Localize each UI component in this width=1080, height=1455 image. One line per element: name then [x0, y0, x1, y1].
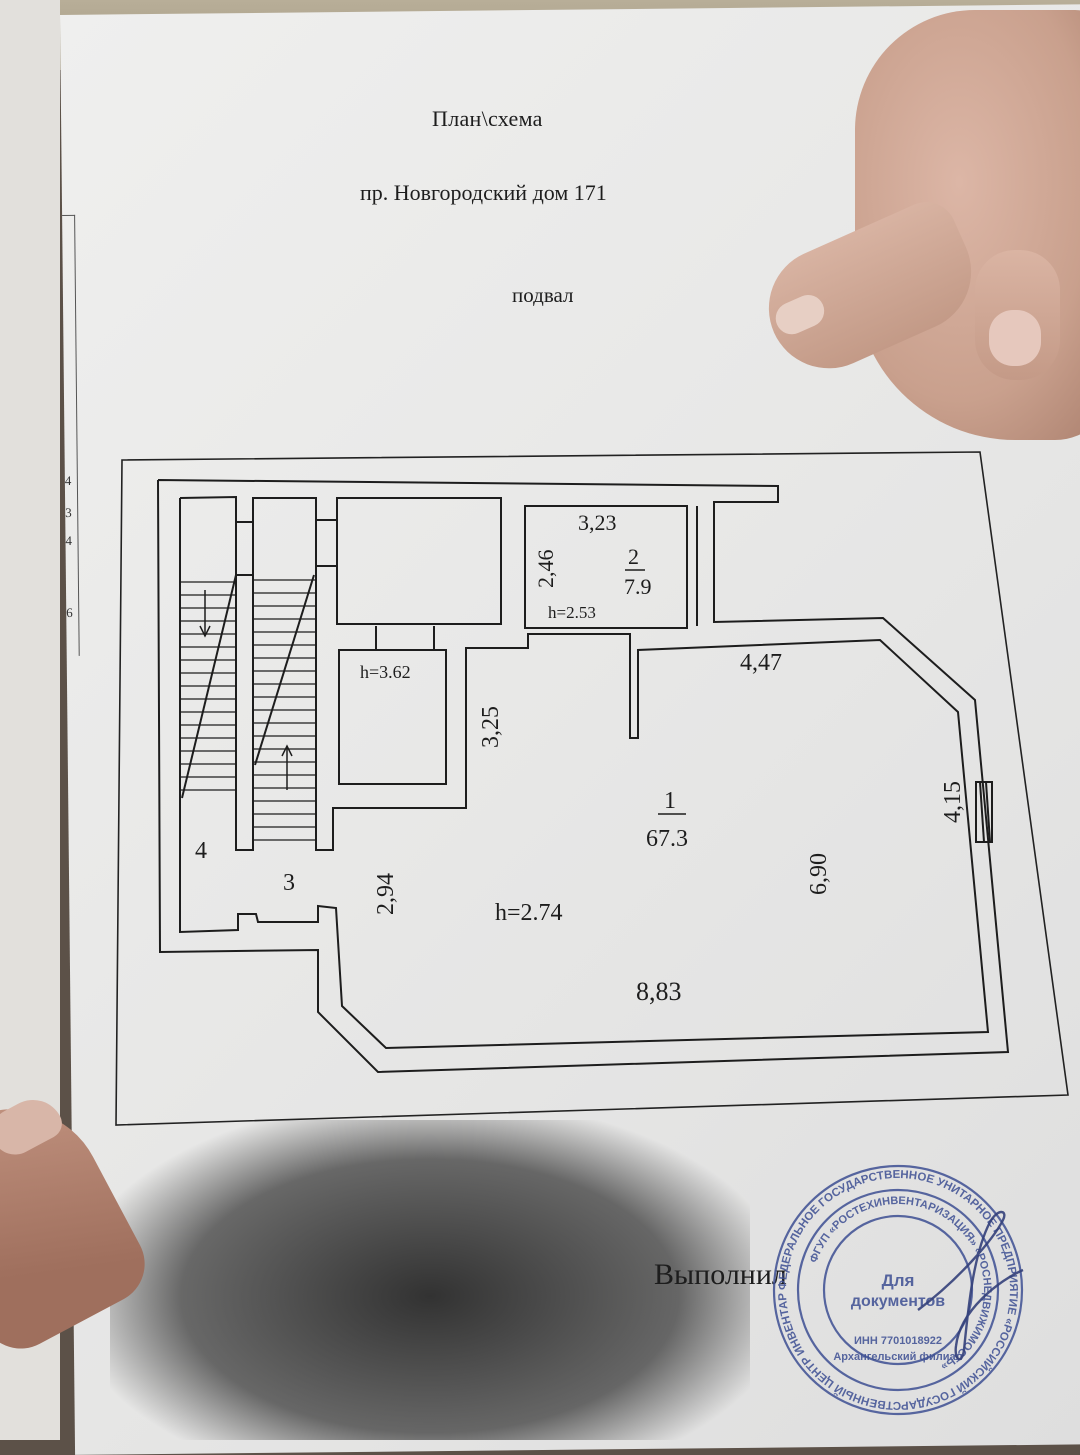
dim-room2-width: 3,23	[578, 510, 617, 535]
dim-room1-left-upper: 3,25	[478, 706, 504, 748]
room-2	[524, 505, 688, 629]
document-title: План\схема	[432, 106, 543, 131]
small-room	[338, 649, 447, 785]
official-stamp: ФЕДЕРАЛЬНОЕ ГОСУДАРСТВЕННОЕ УНИТАРНОЕ ПР…	[768, 1160, 1024, 1416]
right-middle-finger	[975, 250, 1060, 380]
finger-nail	[989, 310, 1041, 366]
room-1-number: 1	[664, 788, 676, 814]
storage-room	[336, 497, 502, 625]
outer-wall	[157, 479, 1010, 1074]
signature	[917, 1210, 1024, 1361]
stamp-branch: Архангельский филиал	[833, 1351, 962, 1363]
small-room-height: h=3.62	[360, 662, 411, 682]
performed-label: Выполнил	[654, 1258, 787, 1291]
room-2-number: 2	[628, 544, 639, 569]
finger-nail	[770, 289, 830, 340]
stair-arrow-head	[281, 744, 293, 757]
stamp-center-line2: документов	[851, 1293, 945, 1310]
window-pane	[979, 781, 985, 843]
room-1-area: 67.3	[646, 826, 688, 852]
hand-shadow	[110, 1120, 750, 1440]
room-3-number: 3	[283, 870, 295, 896]
dim-room2-depth: 2,46	[533, 550, 558, 589]
room-4-number: 4	[195, 838, 207, 864]
dim-room1-bottom: 8,83	[636, 977, 682, 1006]
dim-room1-inner: 6,90	[806, 853, 832, 895]
inner-wall	[179, 495, 990, 1050]
window-pane	[985, 781, 991, 843]
stair-arrow-head	[199, 625, 211, 638]
dim-room1-top: 4,47	[740, 650, 782, 676]
dim-room1-right-window: 4,15	[940, 781, 966, 823]
dim-room1-left-lower: 2,94	[373, 873, 399, 915]
room-2-area: 7.9	[624, 574, 652, 599]
document-address: пр. Новгородский дом 171	[360, 180, 607, 205]
floor-label: подвал	[512, 283, 574, 307]
stair-treads	[181, 579, 316, 841]
plan-frame	[115, 451, 1069, 1126]
room-2-height: h=2.53	[548, 603, 596, 622]
stamp-inn: ИНН 7701018922	[854, 1335, 942, 1347]
stair-diagonal	[254, 574, 315, 766]
stamp-center-line1: Для	[882, 1271, 915, 1290]
room-1-height: h=2.74	[495, 900, 563, 926]
